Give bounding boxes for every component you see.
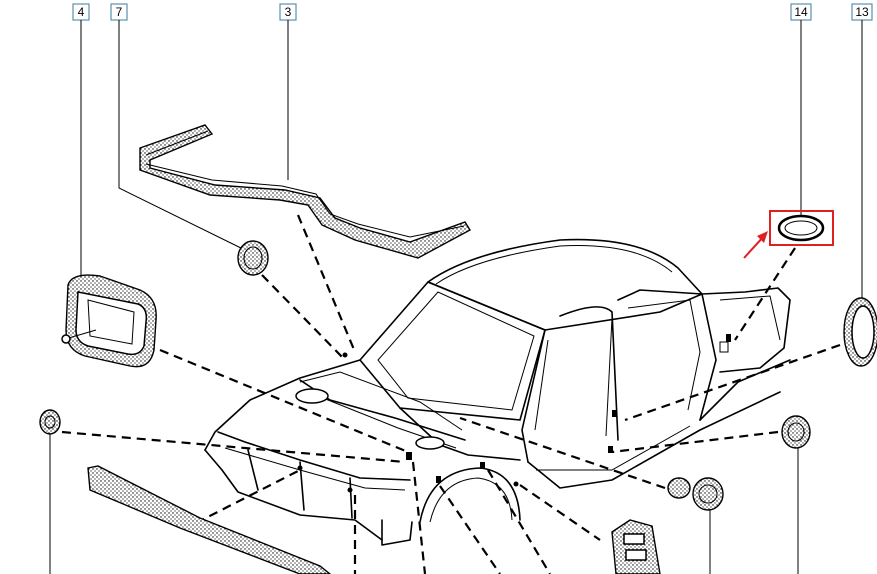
small-plug-pair [667, 477, 724, 511]
callout-3-label: 3 [285, 5, 292, 19]
small-plug-left [39, 409, 61, 435]
callout-13-label: 13 [855, 5, 869, 19]
part-3-seal-strip [139, 124, 471, 259]
callout-14[interactable]: 14 [790, 3, 812, 21]
leader-lines [49, 20, 863, 574]
callout-7[interactable]: 7 [110, 3, 128, 21]
callout-4-label: 4 [78, 5, 85, 19]
callout-4[interactable]: 4 [72, 3, 90, 21]
callout-3[interactable]: 3 [279, 3, 297, 21]
callout-13[interactable]: 13 [851, 3, 873, 21]
highlight-arrow-icon [743, 231, 768, 259]
bottom-bracket [611, 519, 661, 574]
bottom-seal-strip [87, 465, 332, 574]
part-7-grommet [237, 240, 269, 276]
part-14-ring-seal[interactable] [769, 210, 834, 246]
part-4-large-grommet [61, 274, 157, 368]
highlight-box [769, 210, 834, 246]
car-body-shell [204, 238, 791, 546]
callout-7-label: 7 [116, 5, 123, 19]
small-plug-right [781, 415, 811, 449]
callout-14-label: 14 [794, 5, 808, 19]
part-13-oval-plug [843, 297, 877, 367]
dashed-assembly-lines [61, 214, 841, 574]
